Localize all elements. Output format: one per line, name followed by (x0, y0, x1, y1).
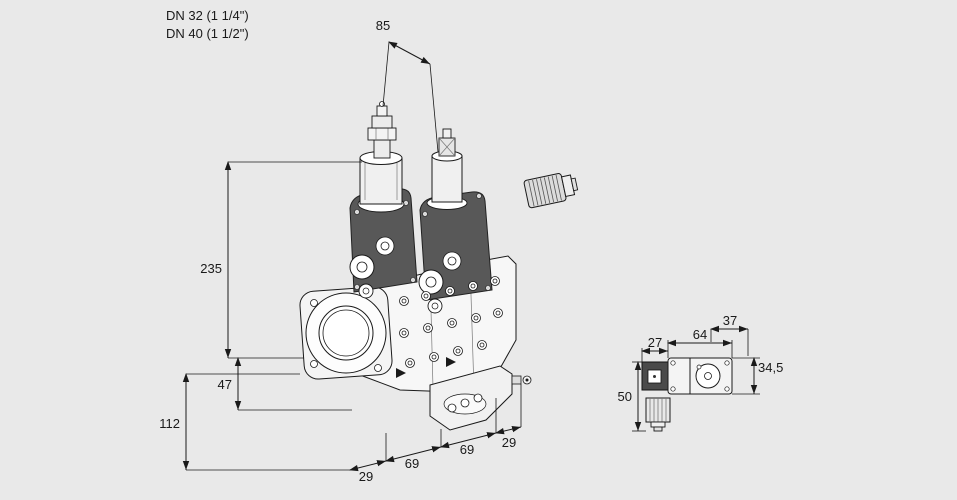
detail-connector (641, 361, 669, 391)
bottom-valve-block (429, 365, 532, 431)
dimension-50: 50 (618, 361, 646, 432)
dimension-34-5-label: 34,5 (758, 360, 783, 375)
dimension-112-label: 112 (159, 416, 180, 431)
dimension-235-label: 235 (200, 261, 222, 276)
detail-body (667, 357, 733, 395)
dimension-27-label: 27 (648, 335, 662, 350)
adjuster-cap (426, 128, 468, 210)
pressure-switch-detail-drawing: 27 64 37 34,5 50 (618, 313, 783, 432)
dimension-50-label: 50 (618, 389, 632, 404)
label-dn32: DN 32 (1 1/4") (166, 8, 249, 23)
dimension-34-5: 34,5 (732, 357, 783, 395)
dimension-85-label: 85 (376, 18, 390, 33)
dimension-69-second-label: 69 (460, 442, 474, 457)
dimension-27: 27 (641, 335, 669, 362)
flow-direction-arrows (396, 357, 456, 378)
inlet-flange (299, 286, 393, 380)
hinge-lugs (349, 254, 444, 314)
dimension-112: 112 (159, 373, 350, 471)
dimension-64: 64 (667, 327, 733, 358)
label-dn40: DN 40 (1 1/2") (166, 26, 249, 41)
dimension-85: 85 (376, 18, 439, 153)
cable-plug (367, 101, 397, 159)
dimension-37-label: 37 (723, 313, 737, 328)
dimension-29-right-label: 29 (502, 435, 516, 450)
dimension-bottom-chain: 29 69 69 29 (349, 384, 522, 484)
dimension-69-first-label: 69 (405, 456, 419, 471)
detail-knob (645, 397, 671, 432)
dimension-37: 37 (710, 313, 749, 356)
dimension-235: 235 (200, 161, 362, 359)
dimension-47: 47 (218, 357, 352, 411)
valve-assembly-drawing (299, 101, 532, 431)
size-labels: DN 32 (1 1/4") DN 40 (1 1/2") (166, 8, 249, 41)
dimension-47-label: 47 (218, 377, 232, 392)
solenoid-coil (357, 101, 405, 213)
dimension-29-left-label: 29 (359, 469, 373, 484)
body-screws (399, 276, 503, 368)
spare-coil-drawing (523, 173, 579, 209)
dimension-64-label: 64 (693, 327, 707, 342)
